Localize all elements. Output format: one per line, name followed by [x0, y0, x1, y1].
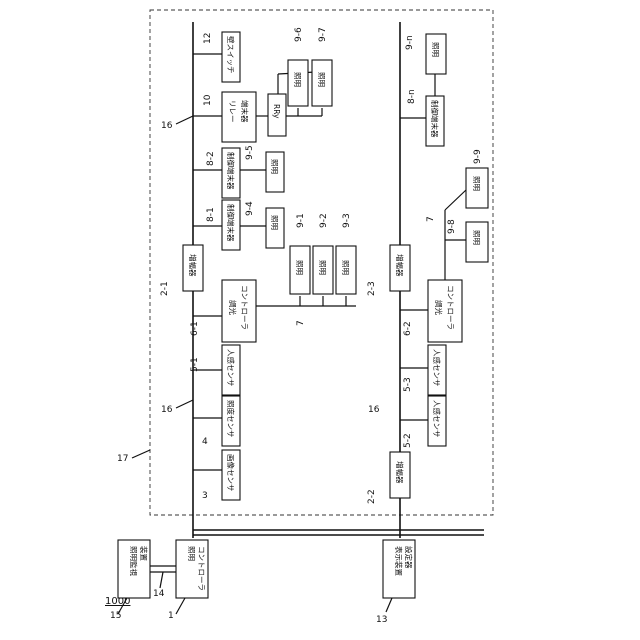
illuminance-sensor-label: 照度センサ — [226, 400, 236, 438]
control-terminal-8-2-label: 制御端末器 — [226, 152, 236, 190]
ref-signal-line-2: 16 — [161, 121, 173, 131]
leader-16a — [176, 400, 193, 408]
ref-light-9-6: 9-6 — [294, 27, 304, 42]
control-terminal-8-n-label: 制御端末器 — [430, 100, 440, 138]
relay-terminal-label-2: 端末器 — [240, 100, 250, 123]
ref-dimming-line-1: 7 — [296, 320, 306, 326]
dimming-controller-6-1-label-2: コントローラ — [240, 285, 249, 330]
settings-device-label-2: 設定器 — [404, 546, 414, 569]
monitoring-device-label-1: 照明監視 — [129, 546, 139, 576]
monitoring-device-label-2: 装置 — [139, 546, 149, 561]
ref-amplifier-2-1: 2-1 — [160, 281, 170, 296]
ref-light-9-n: 9-n — [405, 35, 415, 50]
wall-switch-label: 壁スイッチ — [226, 36, 236, 74]
leader-13 — [386, 598, 392, 612]
motion-sensor-5-3-label: 人感センサ — [432, 349, 442, 387]
ref-signal-line-3: 16 — [368, 405, 380, 415]
ref-motion-sensor-5-1: 5-1 — [190, 357, 200, 372]
relay-label: RRy — [272, 104, 281, 119]
light-9-2-label: 照明 — [318, 260, 327, 275]
dimming-controller-6-1-label-1: 調光 — [228, 300, 238, 315]
ref-dimming-controller-6-2: 6-2 — [403, 321, 413, 336]
ref-wall-switch: 12 — [203, 33, 213, 44]
light-9-6-label: 照明 — [293, 72, 302, 87]
ref-signal-line-1: 16 — [161, 405, 173, 415]
amplifier-2-2-label: 増幅器 — [395, 461, 405, 484]
ref-light-9-2: 9-2 — [319, 213, 329, 228]
light-9-5-label: 照明 — [270, 159, 279, 174]
ref-light-9-4: 9-4 — [245, 201, 255, 216]
ref-light-9-5: 9-5 — [245, 145, 255, 160]
leader-14 — [160, 572, 163, 588]
dimming-controller-6-2 — [428, 280, 462, 342]
light-9-9-label: 照明 — [472, 176, 481, 191]
ref-area: 17 — [117, 454, 128, 464]
ref-amplifier-2-2: 2-2 — [367, 489, 377, 504]
ref-light-9-8: 9-8 — [447, 219, 457, 234]
lighting-controller-label-2: コントローラ — [197, 546, 206, 591]
light-9-4-label: 照明 — [270, 215, 279, 230]
ref-dimming-line-2: 7 — [426, 216, 436, 222]
ref-light-9-3: 9-3 — [342, 213, 352, 228]
dimming-controller-6-1 — [222, 280, 256, 342]
amplifier-2-1-label: 増幅器 — [188, 254, 198, 277]
amplifier-2-3-label: 増幅器 — [395, 254, 405, 277]
dimming-controller-6-2-label-1: 調光 — [434, 300, 444, 315]
ref-lighting-controller: 1 — [168, 611, 174, 621]
ref-network-line: 14 — [153, 589, 165, 599]
image-sensor-label: 画像センサ — [226, 454, 236, 492]
ref-light-9-9: 9-9 — [473, 149, 483, 164]
motion-sensor-5-2-label: 人感センサ — [432, 400, 442, 438]
ref-motion-sensor-5-2: 5-2 — [403, 433, 413, 448]
ref-control-terminal-8-n: 8-n — [407, 89, 417, 104]
ref-monitoring-device: 15 — [110, 611, 121, 621]
ref-light-9-7: 9-7 — [318, 27, 328, 42]
ref-control-terminal-8-2: 8-2 — [206, 151, 216, 166]
dim-branch-9-9 — [445, 190, 466, 210]
motion-sensor-5-1-label: 人感センサ — [226, 349, 236, 387]
ref-motion-sensor-5-3: 5-3 — [403, 377, 413, 392]
leader-1 — [176, 598, 185, 614]
ref-image-sensor: 3 — [202, 491, 208, 501]
leader-16b — [176, 116, 193, 124]
ref-amplifier-2-3: 2-3 — [367, 281, 377, 296]
dimming-controller-6-2-label-2: コントローラ — [446, 285, 455, 330]
relay-terminal — [222, 92, 256, 142]
leader-area — [132, 450, 150, 458]
lighting-controller-label-1: 照明 — [187, 546, 196, 561]
ref-control-terminal-8-1: 8-1 — [206, 207, 216, 222]
ref-settings-device: 13 — [376, 615, 387, 625]
ref-dimming-controller-6-1: 6-1 — [190, 321, 200, 336]
light-9-3-label: 照明 — [341, 260, 350, 275]
ref-relay-terminal: 10 — [203, 94, 213, 106]
light-9-8-label: 照明 — [472, 230, 481, 245]
relay-terminal-label-1: リレー — [228, 100, 237, 123]
ref-light-9-1: 9-1 — [296, 213, 306, 228]
ref-illuminance-sensor: 4 — [202, 437, 208, 447]
light-9-n-label: 照明 — [431, 42, 440, 57]
light-9-7-label: 照明 — [317, 72, 326, 87]
settings-device-label-1: 表示装置 — [394, 546, 404, 576]
light-9-1-label: 照明 — [295, 260, 304, 275]
control-terminal-8-1-label: 制御端末器 — [226, 204, 236, 242]
